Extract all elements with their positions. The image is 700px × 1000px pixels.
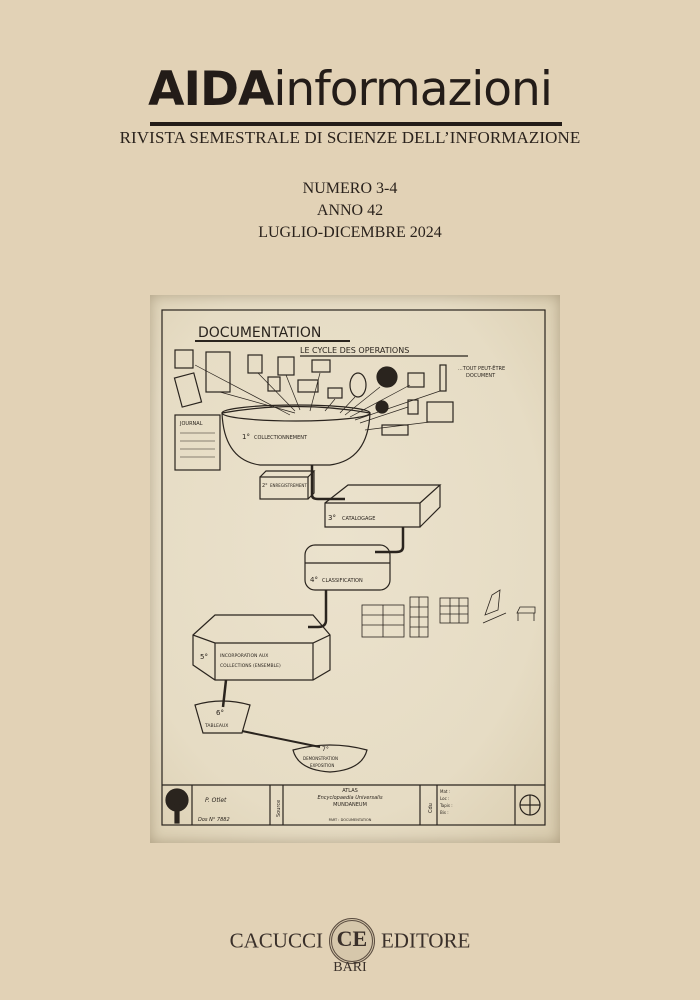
step-num: 3°	[328, 514, 336, 522]
step-3-box	[324, 484, 442, 528]
title-aida: AIDA	[148, 62, 274, 117]
drawing-subheading: LE CYCLE DES OPERATIONS	[300, 346, 409, 355]
cover-illustration: DOCUMENTATION LE CYCLE DES OPERATIONS ..…	[150, 295, 560, 843]
title-rule	[150, 122, 562, 126]
drawing-heading: DOCUMENTATION	[198, 325, 321, 341]
issue-year: ANNO 42	[316, 202, 384, 219]
note-text: ...TOUT PEUT-ÊTRE	[458, 364, 505, 372]
step-num: 4°	[310, 576, 318, 584]
issue-info: NUMERO 3-4 ANNO 42 LUGLIO-DICEMBRE 2024	[0, 178, 700, 244]
atlas-line: Encyclopaedia Universalis	[317, 795, 383, 801]
doc-number: Dos N° 7882	[198, 817, 230, 823]
step-6-bowl	[194, 700, 251, 734]
journal-label: JOURNAL	[179, 421, 203, 427]
publisher-name-right: EDITORE	[380, 928, 471, 953]
publisher-name-left: CACUCCI	[229, 928, 323, 953]
step-num: 2°	[262, 483, 268, 489]
step-label: INCORPORATION AUX	[220, 653, 268, 659]
part-label: PART : DOCUMENTATION	[329, 818, 372, 822]
step-label: COLLECTIONNEMENT	[254, 435, 308, 441]
document-objects	[173, 349, 454, 436]
issue-period: LUGLIO-DICEMBRE 2024	[258, 224, 442, 241]
step-label: COLLECTIONS (ENSEMBLE)	[220, 663, 281, 669]
meta-line: Loc :	[440, 796, 449, 801]
step-label: CATALOGAGE	[342, 516, 375, 522]
step-num: 6°	[216, 709, 224, 717]
step-label: EXPOSITION	[310, 763, 334, 768]
step-num: 5°	[200, 653, 208, 661]
step-label: ENREGISTREMENT	[270, 483, 307, 488]
cdu-label: Cdu	[428, 803, 434, 813]
step-7-bowl	[292, 744, 368, 773]
step-num: 1°	[242, 433, 250, 441]
journal-sketch	[174, 414, 221, 471]
seal-letters: CE	[336, 926, 368, 951]
step-5-hexbox	[192, 614, 331, 681]
meta-line: Mat :	[440, 789, 450, 794]
step-4-box	[304, 544, 391, 591]
drawing-title-block: P. Otlet Dos N° 7882 Source ATLAS Encycl…	[162, 784, 545, 825]
step-label: CLASSIFICATION	[322, 578, 363, 584]
author-text: P. Otlet	[205, 797, 227, 804]
issue-number: NUMERO 3-4	[302, 180, 398, 197]
publisher-logo: CACUCCI CE EDITORE	[0, 918, 700, 964]
atlas-label: ATLAS	[342, 788, 358, 794]
publisher-seal-icon: CE	[328, 918, 375, 964]
meta-line: Bis :	[440, 810, 449, 815]
step-label: TABLEAUX	[204, 723, 228, 729]
journal-title: AIDAinformazioni	[0, 62, 700, 118]
note-text: DOCUMENT	[466, 373, 496, 379]
journal-subtitle: RIVISTA SEMESTRALE DI SCIENZE DELL’INFOR…	[119, 128, 581, 147]
meta-line: Tapis :	[439, 803, 453, 808]
step-1-bowl	[221, 405, 371, 466]
step-label: DEMONSTRATION	[303, 756, 338, 761]
publisher-city: BARI	[333, 960, 367, 975]
source-label: Source	[276, 800, 282, 817]
step-num: 7°	[322, 746, 329, 753]
atlas-line: MUNDANEUM	[333, 802, 367, 808]
furniture-sketches	[361, 589, 536, 638]
title-informazioni: informazioni	[273, 62, 553, 117]
drawing-frame	[161, 309, 546, 826]
